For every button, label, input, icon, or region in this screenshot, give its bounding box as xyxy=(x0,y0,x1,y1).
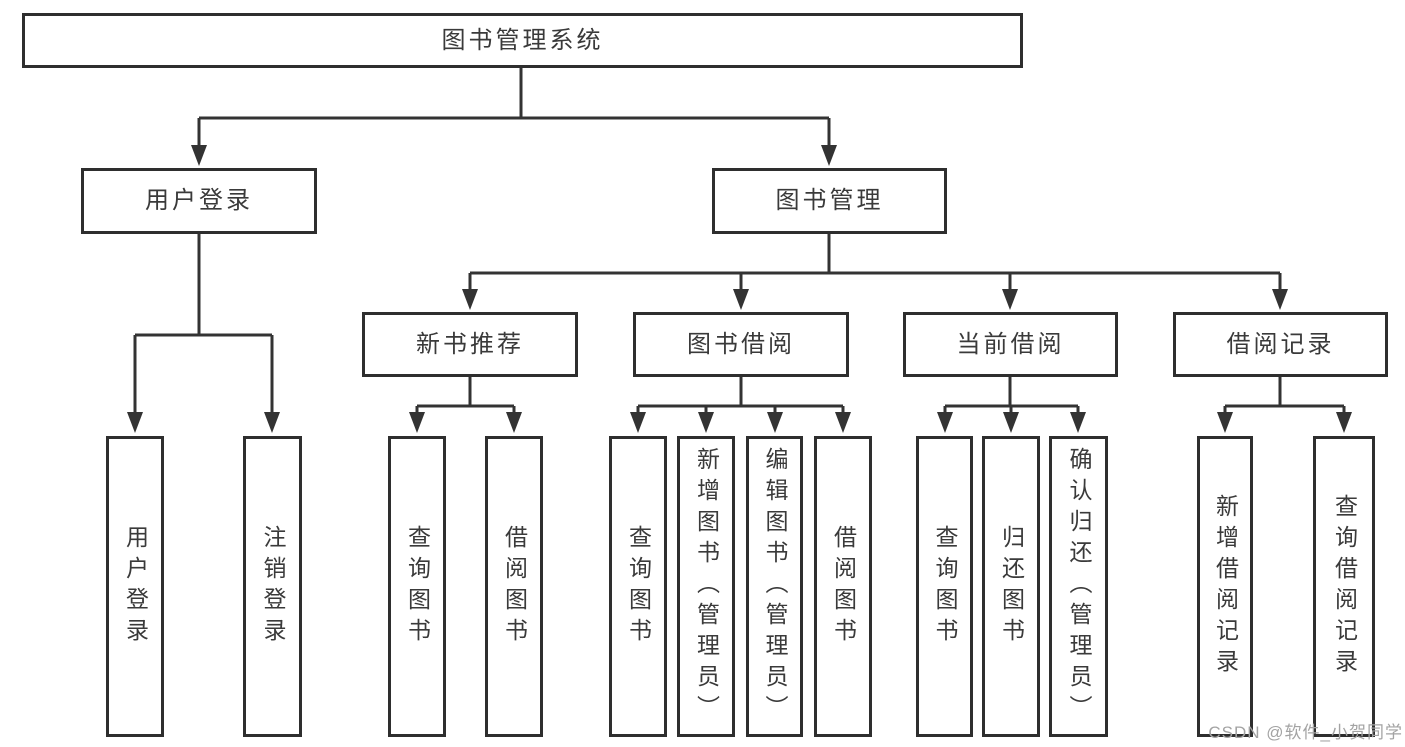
node-borrow-books-leaf: 借阅图书 xyxy=(814,436,872,737)
node-book-borrowing: 图书借阅 xyxy=(633,312,849,377)
connector-recommendation-children xyxy=(415,377,516,418)
node-new-book-recommendation: 新书推荐 xyxy=(362,312,578,377)
node-edit-books-admin: 编辑图书（管理员） xyxy=(746,436,803,737)
arrowheads-recommendation-children xyxy=(409,412,522,433)
node-book-management: 图书管理 xyxy=(712,168,947,234)
node-current-borrowing: 当前借阅 xyxy=(903,312,1118,377)
node-query-books-recommendation: 查询图书 xyxy=(388,436,446,737)
node-add-borrowing-record: 新增借阅记录 xyxy=(1197,436,1253,737)
node-confirm-return-admin: 确认归还（管理员） xyxy=(1049,436,1108,737)
node-query-books-current: 查询图书 xyxy=(916,436,973,737)
connector-book-management-children xyxy=(468,234,1282,292)
arrowheads-current-borrowing-children xyxy=(937,412,1086,433)
node-return-books: 归还图书 xyxy=(982,436,1040,737)
arrowheads-user-login-children xyxy=(127,412,280,433)
connector-user-login-children xyxy=(133,234,274,418)
node-library-management-system: 图书管理系统 xyxy=(22,13,1023,68)
arrowheads-records-children xyxy=(1217,412,1352,433)
node-logout-leaf: 注销登录 xyxy=(243,436,302,737)
node-borrowing-records: 借阅记录 xyxy=(1173,312,1388,377)
connector-records-children xyxy=(1223,377,1346,418)
arrowheads-level2 xyxy=(191,145,837,166)
connector-root-to-level2 xyxy=(197,68,831,150)
connector-borrowing-children xyxy=(636,377,845,418)
node-user-login-leaf: 用户登录 xyxy=(106,436,164,737)
connector-current-borrowing-children xyxy=(943,377,1080,418)
arrowheads-borrowing-children xyxy=(630,412,851,433)
node-borrow-books-recommendation: 借阅图书 xyxy=(485,436,543,737)
arrowheads-level3 xyxy=(462,289,1288,310)
node-query-borrowing-record: 查询借阅记录 xyxy=(1313,436,1375,737)
node-user-login: 用户登录 xyxy=(81,168,317,234)
node-add-books-admin: 新增图书（管理员） xyxy=(677,436,735,737)
node-query-books-borrowing: 查询图书 xyxy=(609,436,667,737)
csdn-watermark: CSDN @软件_小贺同学 xyxy=(1208,723,1403,742)
